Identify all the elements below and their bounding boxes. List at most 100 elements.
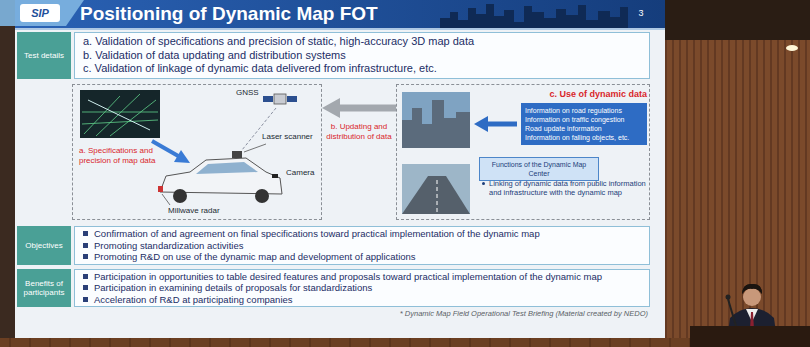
text-group: a. Specifications and precision of map d… <box>79 146 157 165</box>
page-number: 3 <box>634 8 648 18</box>
panel-lines <box>10 338 690 347</box>
city-photo <box>402 92 470 148</box>
ceiling-light <box>786 45 798 51</box>
box-text: Functions of the Dynamic Map Center <box>484 160 594 178</box>
bullet-text: Confirmation of and agreement on final s… <box>94 228 540 240</box>
box-text: Test details <box>24 51 64 60</box>
camera-unit <box>272 174 278 178</box>
map-arrow-shaft <box>152 141 180 157</box>
flow-arrow <box>338 105 396 112</box>
bullet-row: Acceleration of R&D at participating com… <box>81 294 643 306</box>
bullet-row: Participation in opportunities to table … <box>81 271 643 283</box>
bullet-square <box>83 285 88 290</box>
box-text: c. Validation of linkage of dynamic data… <box>83 62 641 76</box>
bullet-square <box>83 297 88 302</box>
part-label: GNSS <box>236 88 259 98</box>
speaker-hair <box>742 284 762 294</box>
section-tag: Benefits of participants <box>17 269 71 308</box>
part-label: Millwave radar <box>168 206 220 216</box>
slide-title: Positioning of Dynamic Map FOT <box>80 3 378 25</box>
box-text: Information on road regulations <box>525 106 643 115</box>
logo-text: SIP <box>22 6 58 20</box>
info-arrow-shaft <box>486 122 517 127</box>
bullet-text: Promoting standardization activities <box>94 240 243 252</box>
car-body <box>160 158 282 194</box>
map-image <box>80 90 160 138</box>
map-lines <box>82 94 158 136</box>
region-text: c. Use of dynamic data <box>549 89 647 99</box>
info-box: Information on road regulationsInformati… <box>521 103 647 145</box>
laser-scanner-unit <box>232 151 242 158</box>
car-wheel <box>255 189 269 203</box>
bullet-text: Promoting R&D on use of the dynamic map … <box>94 251 416 263</box>
part-label: Laser scanner <box>262 132 313 142</box>
map-arrow-head <box>174 150 190 163</box>
bullet-square <box>83 243 88 248</box>
speaker-head <box>743 288 761 306</box>
satellite-panel <box>263 96 273 102</box>
wall-slats <box>666 40 806 340</box>
objectives-box: Confirmation of and agreement on final s… <box>74 226 650 265</box>
bullet-square <box>83 274 88 279</box>
map-road <box>88 100 150 130</box>
car-wheel <box>173 189 187 203</box>
title-rule <box>15 29 665 30</box>
benefits-box: Participation in opportunities to table … <box>74 269 650 308</box>
leader-line <box>244 144 266 152</box>
box-text: Information on falling objects, etc. <box>525 133 643 142</box>
section-tag: Objectives <box>17 226 71 265</box>
title-bar <box>15 0 665 28</box>
bullet-row: Promoting standardization activities <box>81 240 643 252</box>
radar-unit <box>158 186 163 192</box>
info-arrow-head <box>474 116 488 132</box>
bullet-square <box>83 231 88 236</box>
region-text: a. Specifications and precision of map d… <box>79 146 156 165</box>
bullet-text: Participation in opportunities to table … <box>94 271 602 283</box>
section-tag: Test details <box>17 32 71 79</box>
bullet-text: Participation in examining details of pr… <box>94 282 372 294</box>
microphone-stand <box>728 299 736 326</box>
bullet-text: Acceleration of R&D at participating com… <box>94 294 293 306</box>
region-panel: c. Use of dynamic dataLinking of dynamic… <box>396 84 650 220</box>
photo-road <box>402 176 470 214</box>
text-group: c. Use of dynamic data <box>531 89 647 100</box>
function-box: Functions of the Dynamic Map Center <box>479 157 599 181</box>
edge-label: b. Updating and distribution of data <box>324 122 394 141</box>
arrow-head <box>322 98 340 118</box>
bullet-dot <box>482 182 485 185</box>
box-text: a. Validation of specifications and prec… <box>83 35 641 49</box>
bullet-square <box>83 254 88 259</box>
region-panel: a. Specifications and precision of map d… <box>72 84 322 220</box>
box-text: Road update information <box>525 124 643 133</box>
microphone <box>726 295 731 300</box>
floor-panel <box>0 338 810 347</box>
lane-line <box>437 178 438 212</box>
road-photo <box>402 164 470 214</box>
logo-plate <box>20 4 60 22</box>
projected-slide <box>15 0 665 338</box>
part-label: Camera <box>286 168 314 178</box>
text-group: Linking of dynamic data from public info… <box>489 179 647 197</box>
box-text: b. Validation of data updating and distr… <box>83 49 641 63</box>
overlay-corner <box>0 0 84 26</box>
ceiling-shadow <box>660 0 810 40</box>
car-window <box>196 162 258 174</box>
podium <box>690 326 810 347</box>
box-text: Information on traffic congestion <box>525 115 643 124</box>
bullet-row: Participation in examining details of pr… <box>81 282 643 294</box>
footnote: * Dynamic Map Field Operational Test Bri… <box>300 309 648 319</box>
wood-wall <box>660 0 810 347</box>
bullet-row: Confirmation of and agreement on final s… <box>81 228 643 240</box>
leader-line <box>162 194 170 205</box>
box-text: Objectives <box>25 241 62 250</box>
bullet-row: Promoting R&D on use of the dynamic map … <box>81 251 643 263</box>
region-text: Linking of dynamic data from public info… <box>489 179 646 197</box>
details-box: a. Validation of specifications and prec… <box>74 32 650 79</box>
satellite-panel <box>287 96 297 102</box>
satellite-body <box>274 94 286 104</box>
box-text: Benefits of participants <box>18 279 70 297</box>
gnss-signal <box>242 108 276 150</box>
